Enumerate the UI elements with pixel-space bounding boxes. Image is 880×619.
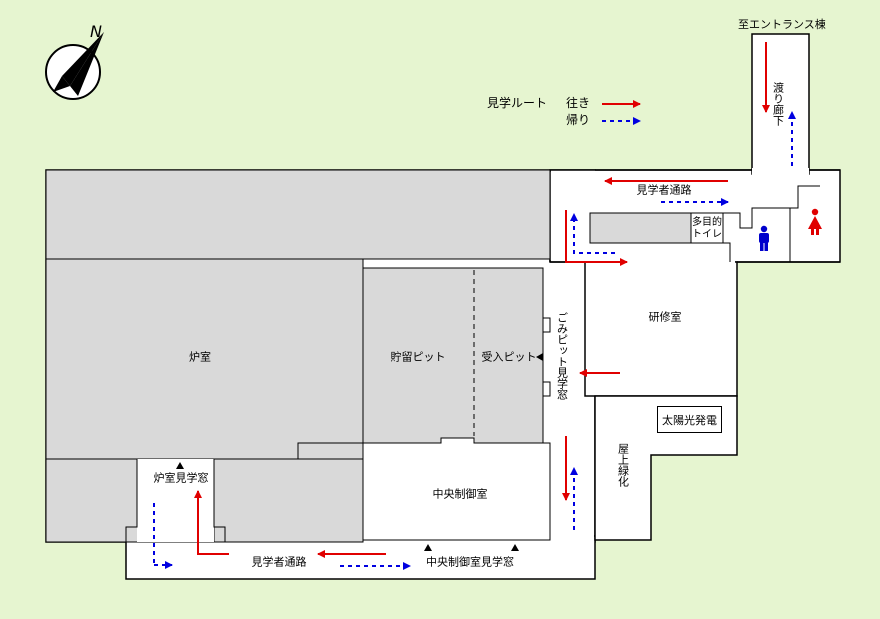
legend-route-title: 見学ルート — [487, 96, 548, 110]
outgoing-route — [194, 42, 770, 558]
tour-passage-bottom-label: 見学者通路 — [251, 555, 307, 569]
triangle-marker-icon — [536, 353, 543, 361]
rooftop-greening-label: 屋上緑化 — [616, 443, 630, 487]
triangle-marker-icon — [176, 462, 184, 469]
storage-pit-label: 貯留ピット — [390, 350, 446, 364]
north-label: N — [90, 22, 102, 41]
male-toilet-icon — [759, 225, 769, 251]
legend-return-label: 帰り — [566, 113, 591, 127]
receiving-pit-label: 受入ピット — [481, 350, 537, 364]
compass-icon — [45, 32, 104, 100]
central-control-room — [362, 437, 551, 541]
multipurpose-toilet — [690, 212, 724, 244]
triangle-marker-icon — [424, 544, 432, 551]
legend-outgoing-label: 往き — [566, 96, 591, 110]
multipurpose-toilet-label-2: トイレ — [692, 229, 722, 240]
central-control-window-label: 中央制御室見学窓 — [426, 555, 514, 569]
multipurpose-toilet-label-1: 多目的 — [692, 217, 722, 228]
female-toilet-icon — [808, 208, 822, 235]
triangle-marker-icon — [511, 544, 519, 551]
training-room-label: 研修室 — [648, 310, 682, 324]
solar-power-label: 太陽光発電 — [662, 413, 717, 427]
furnace-room-label: 炉室 — [189, 350, 211, 364]
tour-passage-top-label: 見学者通路 — [636, 183, 692, 197]
return-route — [153, 111, 796, 570]
central-control-room-label: 中央制御室 — [432, 487, 488, 501]
furnace-window-label: 炉室見学窓 — [153, 471, 209, 485]
to-entrance-label: 至エントランス棟 — [738, 18, 826, 31]
solar-power-box: 太陽光発電 — [657, 406, 722, 433]
furnace-area — [45, 169, 692, 543]
bridge-label: 渡り廊下 — [771, 82, 785, 126]
garbage-pit-window-label: ごみピット見学窓 — [555, 312, 569, 400]
